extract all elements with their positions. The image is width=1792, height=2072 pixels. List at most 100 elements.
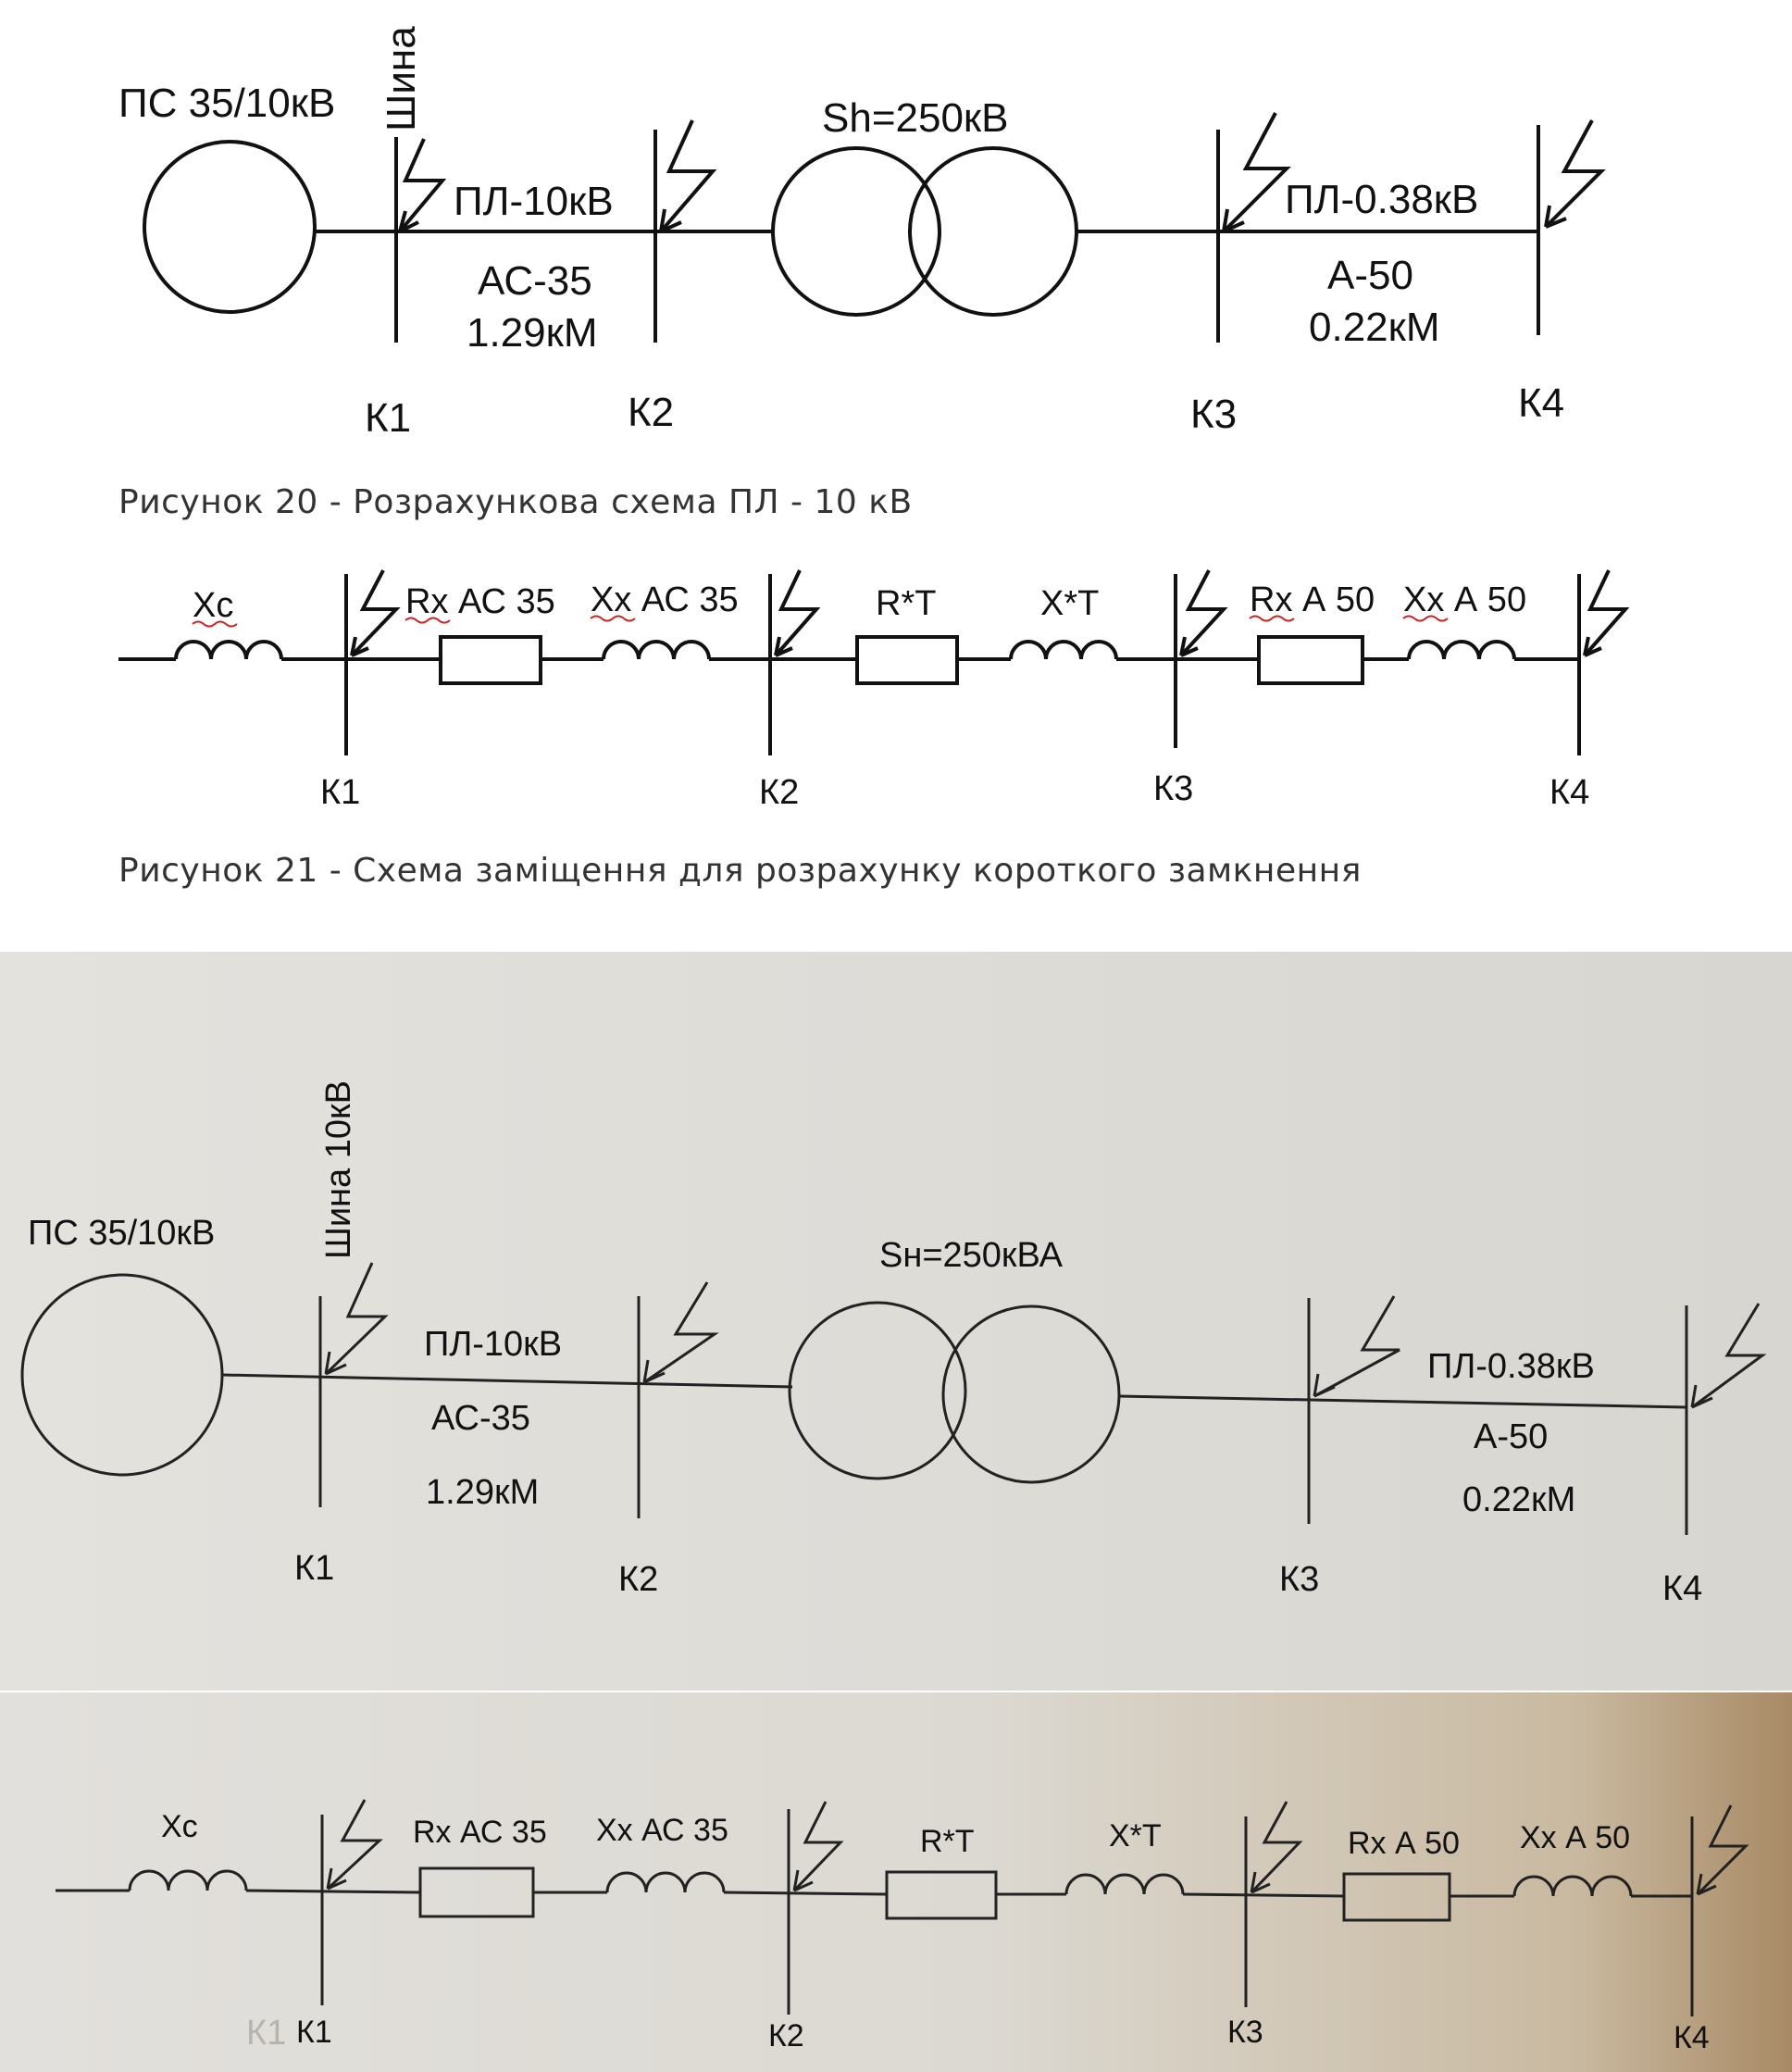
resistor-rt-icon	[855, 635, 959, 685]
rx-ac35-label: Rx АС 35	[413, 1815, 547, 1850]
substation-label: ПС 35/10кВ	[28, 1214, 215, 1253]
line2-wire-label: А-50	[1474, 1417, 1548, 1456]
equivalent-circuit: Xc Rx АС 35 Xx АС 35 R*T X*T Rx А 50 Xx …	[118, 569, 1630, 812]
point-k1-label: К1	[294, 1549, 334, 1588]
xc-label: Xc	[161, 1809, 198, 1844]
inductor-xt-icon	[1064, 1873, 1185, 1895]
fault-arrow-icon	[1179, 569, 1228, 657]
inductor-xx-ac35-icon	[605, 1871, 726, 1893]
xt-label: X*T	[1109, 1818, 1162, 1854]
fault-arrow-icon	[398, 138, 447, 233]
fault-arrow-icon	[324, 1262, 389, 1376]
circuit-wire	[1182, 1892, 1345, 1898]
fault-arrow-icon	[642, 1281, 719, 1384]
point-k4-label: К4	[1549, 773, 1589, 812]
line2-wire-label: А-50	[1327, 253, 1413, 298]
fault-arrow-icon	[1222, 112, 1291, 233]
line2-length-label: 0.22кМ	[1309, 305, 1440, 350]
inductor-xx-ac35-icon	[602, 640, 711, 660]
resistor-rx-a50-icon	[1342, 1872, 1451, 1922]
photo-scheme-panel: ПС 35/10кВ Шина 10кВ ПЛ-10кВ АС-35 1.29к…	[0, 952, 1792, 1692]
point-k1-label: К1	[296, 2015, 332, 2050]
point-k1-faint-label: К1	[246, 2014, 286, 2053]
fault-arrow-icon	[1696, 1804, 1749, 1896]
substation-label: ПС 35/10кВ	[118, 81, 335, 126]
line1-name-label: ПЛ-10кВ	[454, 179, 614, 224]
line2-name-label: ПЛ-0.38кВ	[1285, 177, 1478, 222]
xt-label: X*T	[1040, 584, 1099, 623]
point-k3-label: К3	[1279, 1560, 1319, 1599]
figure-21-caption: Рисунок 21 - Схема заміщення для розраху…	[118, 852, 1362, 890]
rx-a50-label: Rx А 50	[1348, 1826, 1460, 1861]
transformer-label: Sн=250кВА	[879, 1236, 1064, 1275]
inductor-xc-icon	[128, 1869, 248, 1891]
photo-equivalent-circuit: Xc Rx АС 35 Xx АС 35 R*T X*T Rx А 50 Xx …	[56, 1799, 1749, 2055]
inductor-xc-icon	[174, 640, 283, 660]
point-k4-label: К4	[1662, 1569, 1702, 1608]
transformer-label: Sh=250кВ	[822, 95, 1009, 141]
point-k2-label: К2	[618, 1560, 658, 1599]
point-k1-label: К1	[365, 395, 411, 441]
point-k2-label: К2	[628, 390, 674, 435]
substation-symbol	[143, 140, 317, 314]
resistor-rx-ac35-icon	[418, 1866, 535, 1918]
circuit-wire	[245, 1889, 421, 1894]
xx-ac35-label: Xx АС 35	[591, 580, 739, 619]
photo-single-line-scheme: ПС 35/10кВ Шина 10кВ ПЛ-10кВ АС-35 1.29к…	[20, 1080, 1767, 1608]
rt-label: R*T	[876, 584, 936, 623]
fault-arrow-icon	[1313, 1295, 1400, 1398]
line1-wire-label: АС-35	[431, 1399, 530, 1438]
line1-length-label: 1.29кМ	[426, 1473, 539, 1512]
fault-arrow-icon	[1250, 1801, 1303, 1894]
rt-label: R*T	[920, 1824, 975, 1859]
main-line-10kv	[221, 1373, 793, 1389]
fault-arrow-icon	[326, 1799, 383, 1891]
inductor-xx-a50-icon	[1512, 1875, 1633, 1897]
line1-wire-label: АС-35	[478, 258, 592, 304]
point-k4-label: К4	[1674, 2020, 1710, 2055]
transformer-winding-2	[941, 1304, 1121, 1484]
figure-20-caption: Рисунок 20 - Розрахункова схема ПЛ - 10 …	[118, 483, 913, 521]
point-k3-label: К3	[1153, 769, 1193, 808]
inductor-xx-a50-icon	[1407, 640, 1516, 660]
point-k3-label: К3	[1227, 2015, 1263, 2050]
fault-arrow-icon	[1690, 1303, 1767, 1409]
photo-divider	[0, 1691, 1792, 1693]
transformer-winding-1	[771, 146, 941, 317]
figure-21-diagram: Xc Rx АС 35 Xx АС 35 R*T X*T Rx А 50 Xx …	[0, 535, 1792, 868]
point-k2-label: К2	[768, 2018, 804, 2053]
point-k3-label: К3	[1190, 392, 1237, 437]
bus-label: Шина	[379, 26, 424, 131]
transformer-winding-2	[908, 146, 1078, 317]
line2-length-label: 0.22кМ	[1462, 1480, 1575, 1519]
fault-arrow-icon	[1583, 569, 1630, 657]
rx-ac35-label: Rx АС 35	[405, 582, 555, 621]
bus-label: Шина 10кВ	[319, 1080, 358, 1259]
resistor-rx-ac35-icon	[439, 635, 542, 685]
inductor-xt-icon	[1009, 640, 1118, 660]
single-line-scheme: ПС 35/10кВ Шина ПЛ-10кВ АС-35 1.29кМ Sh=…	[118, 26, 1606, 441]
xx-ac35-label: Xx АС 35	[596, 1813, 728, 1848]
point-k2-label: К2	[759, 773, 799, 812]
substation-symbol	[20, 1273, 224, 1477]
rx-a50-label: Rx А 50	[1250, 580, 1375, 619]
line2-name-label: ПЛ-0.38кВ	[1427, 1347, 1595, 1386]
xx-a50-label: Xx А 50	[1403, 580, 1526, 619]
photo-circuit-panel: Xc Rx АС 35 Xx АС 35 R*T X*T Rx А 50 Xx …	[0, 1692, 1792, 2072]
figure-20-diagram: ПС 35/10кВ Шина ПЛ-10кВ АС-35 1.29кМ Sh=…	[0, 0, 1792, 470]
xc-label: Xc	[193, 586, 233, 625]
circuit-wire	[723, 1891, 888, 1896]
point-k1-label: К1	[320, 773, 360, 812]
transformer-winding-1	[788, 1301, 967, 1480]
fault-arrow-icon	[659, 119, 717, 233]
main-line-038kv	[1118, 1394, 1687, 1409]
fault-arrow-icon	[774, 569, 821, 657]
fault-arrow-icon	[350, 569, 401, 657]
resistor-rt-icon	[885, 1870, 998, 1920]
line1-name-label: ПЛ-10кВ	[424, 1325, 562, 1364]
line1-length-label: 1.29кМ	[467, 310, 598, 356]
fault-arrow-icon	[1544, 119, 1606, 229]
point-k4-label: К4	[1518, 381, 1564, 426]
xx-a50-label: Xx А 50	[1520, 1820, 1630, 1855]
resistor-rx-a50-icon	[1257, 635, 1364, 685]
